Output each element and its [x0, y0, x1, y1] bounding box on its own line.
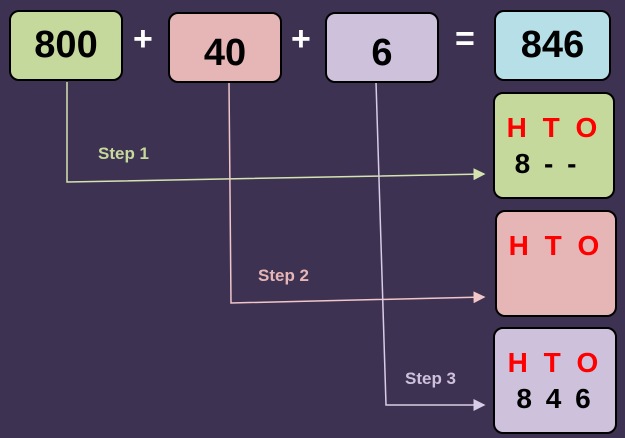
place-header: H T O — [506, 112, 602, 143]
step3-place-value-box: H T O 8 4 6 — [493, 327, 617, 434]
step2-place-value-box: H T O — [495, 210, 617, 317]
step2-label: Step 2 — [258, 266, 310, 285]
addend-hundreds-box: 800 — [9, 10, 123, 81]
addend-tens-box: 40 — [168, 12, 282, 83]
step2-arrow — [228, 81, 486, 304]
place-header: H T O — [507, 347, 603, 378]
addend-ones-box: 6 — [325, 12, 439, 83]
step3-label: Step 3 — [405, 369, 457, 388]
sum-box: 846 — [494, 10, 611, 81]
step1-arrow — [66, 82, 486, 183]
plus-sign: + — [133, 20, 153, 58]
step1-label: Step 1 — [98, 144, 150, 163]
addend-hundreds: 800 — [34, 24, 98, 66]
place-header: H T O — [508, 230, 604, 261]
addend-ones: 6 — [371, 32, 393, 74]
place-digits: 8 - - — [514, 148, 580, 179]
step3-arrow — [375, 81, 486, 411]
sum-value: 846 — [520, 24, 585, 66]
place-digits: 8 4 6 — [516, 383, 594, 414]
plus-sign: + — [291, 20, 311, 58]
addend-tens: 40 — [203, 32, 247, 74]
step1-place-value-box: H T O 8 - - — [493, 92, 615, 199]
equals-sign: = — [455, 20, 475, 58]
